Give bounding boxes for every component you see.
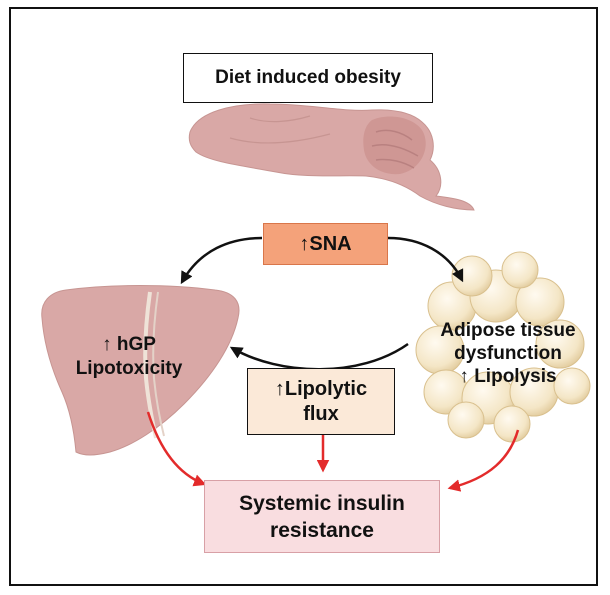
diet-obesity-box: Diet induced obesity [183,53,433,103]
outcome-line2: resistance [270,518,374,542]
sna-label: ↑SNA [299,232,352,255]
lipolytic-line1: ↑Lipolytic [274,377,368,400]
liver-hgp: ↑ hGP [102,334,156,355]
arrow-liver-to-outcome [146,411,207,487]
arrow-sna-to-liver [180,236,263,285]
arrow-adipose-to-liver [229,342,409,371]
diet-obesity-label: Diet induced obesity [215,67,401,88]
brain-icon [188,103,475,211]
liver-icon [41,285,240,456]
adipose-line1: Adipose tissue [440,320,576,341]
liver-text: ↑ hGP Lipotoxicity [54,333,204,381]
sna-box: ↑SNA [263,223,388,265]
lipolytic-flux-box: ↑Lipolytic flux [247,368,395,435]
lipolytic-line2: flux [303,402,339,425]
adipose-cells-icon [415,251,591,443]
outcome-line1: Systemic insulin [239,491,405,515]
adipose-line3: ↑ Lipolysis [459,366,557,387]
adipose-line2: dysfunction [454,343,562,364]
arrow-sna-to-adipose [387,236,464,283]
arrow-adipose-to-outcome [447,429,520,492]
outcome-box: Systemic insulin resistance [204,480,440,553]
liver-lipotoxicity: Lipotoxicity [75,358,183,379]
adipose-text: Adipose tissue dysfunction ↑ Lipolysis [418,319,598,388]
